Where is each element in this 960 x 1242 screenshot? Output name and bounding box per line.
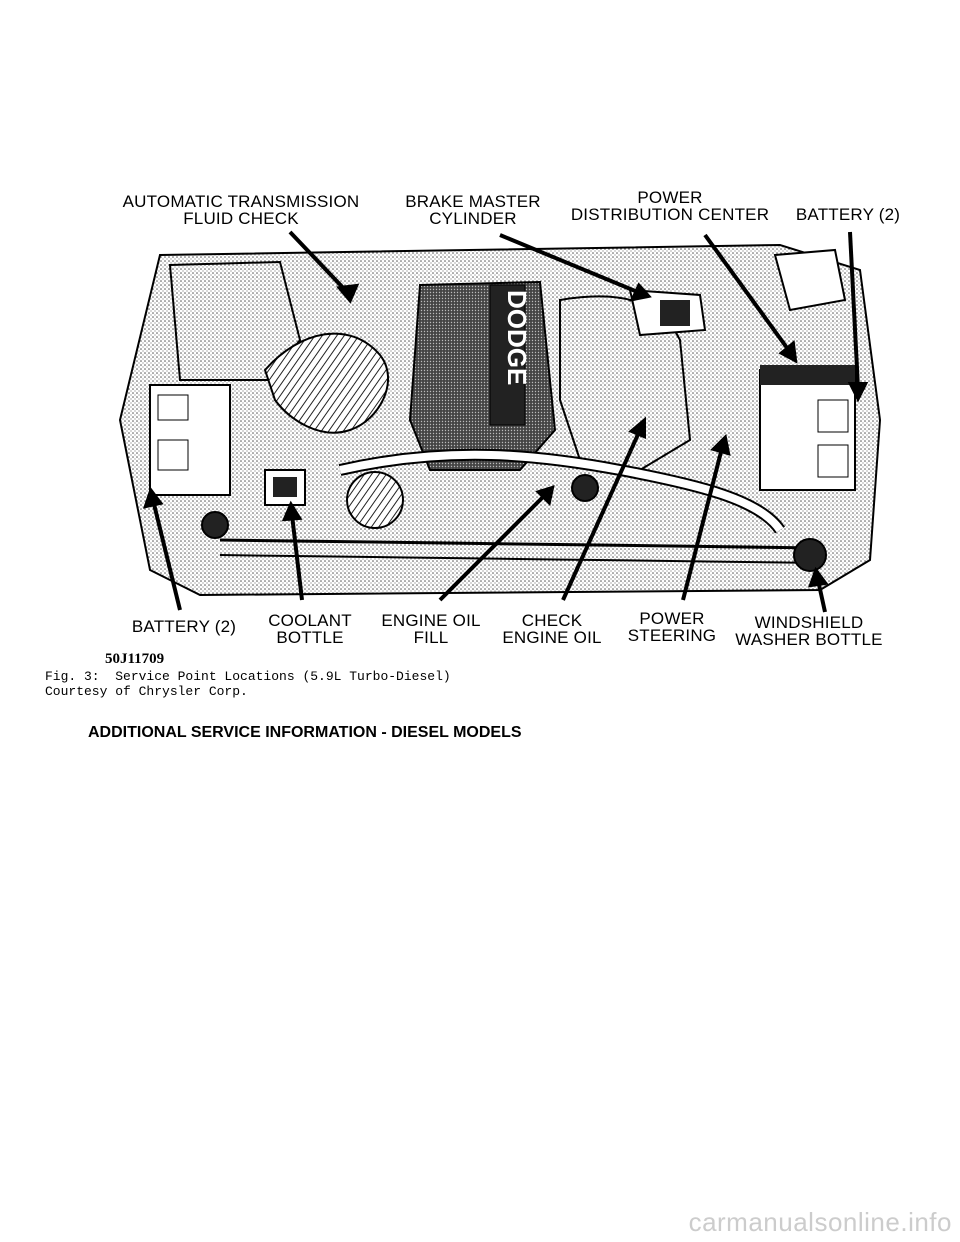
label-line: FLUID CHECK — [183, 209, 299, 228]
label-coolant-bottle: COOLANT BOTTLE — [262, 612, 358, 646]
watermark: carmanualsonline.info — [688, 1207, 952, 1237]
label-engine-oil-fill: ENGINE OIL FILL — [376, 612, 486, 646]
label-line: POWER — [639, 609, 705, 628]
label-line: POWER — [637, 188, 703, 207]
label-line: FILL — [413, 628, 449, 647]
label-power-steering: POWER STEERING — [622, 610, 722, 644]
label-power-distribution-center: POWER DISTRIBUTION CENTER — [565, 189, 775, 223]
label-line: WASHER BOTTLE — [735, 630, 883, 649]
label-check-engine-oil: CHECK ENGINE OIL — [496, 612, 608, 646]
engine-badge: DODGE — [502, 290, 532, 385]
figure-caption: Fig. 3: Service Point Locations (5.9L Tu… — [45, 669, 451, 684]
label-line: BRAKE MASTER — [405, 192, 541, 211]
label-line: ENGINE OIL — [381, 611, 481, 630]
label-windshield-washer-bottle: WINDSHIELD WASHER BOTTLE — [728, 614, 890, 648]
section-heading: ADDITIONAL SERVICE INFORMATION - DIESEL … — [88, 724, 522, 741]
label-line: CHECK — [521, 611, 583, 630]
figure-credit: Courtesy of Chrysler Corp. — [45, 684, 248, 699]
label-line: AUTOMATIC TRANSMISSION — [122, 192, 360, 211]
figure-id: 50J11709 — [105, 651, 165, 667]
label-battery-left: BATTERY (2) — [128, 618, 240, 635]
label-line: CYLINDER — [429, 209, 517, 228]
leader-lines — [142, 230, 869, 613]
label-automatic-transmission-fluid-check: AUTOMATIC TRANSMISSION FLUID CHECK — [118, 193, 364, 227]
label-line: COOLANT — [268, 611, 352, 630]
label-line: WINDSHIELD — [754, 613, 864, 632]
label-brake-master-cylinder: BRAKE MASTER CYLINDER — [398, 193, 548, 227]
label-line: DISTRIBUTION CENTER — [570, 205, 770, 224]
engine-compartment-illustration: DODGE — [118, 230, 882, 613]
label-line: BATTERY (2) — [795, 205, 901, 224]
label-line: STEERING — [627, 626, 717, 645]
label-battery-right: BATTERY (2) — [792, 206, 904, 223]
label-line: BOTTLE — [276, 628, 344, 647]
engine-bay — [118, 243, 882, 597]
label-line: BATTERY (2) — [131, 617, 237, 636]
label-line: ENGINE OIL — [502, 628, 602, 647]
